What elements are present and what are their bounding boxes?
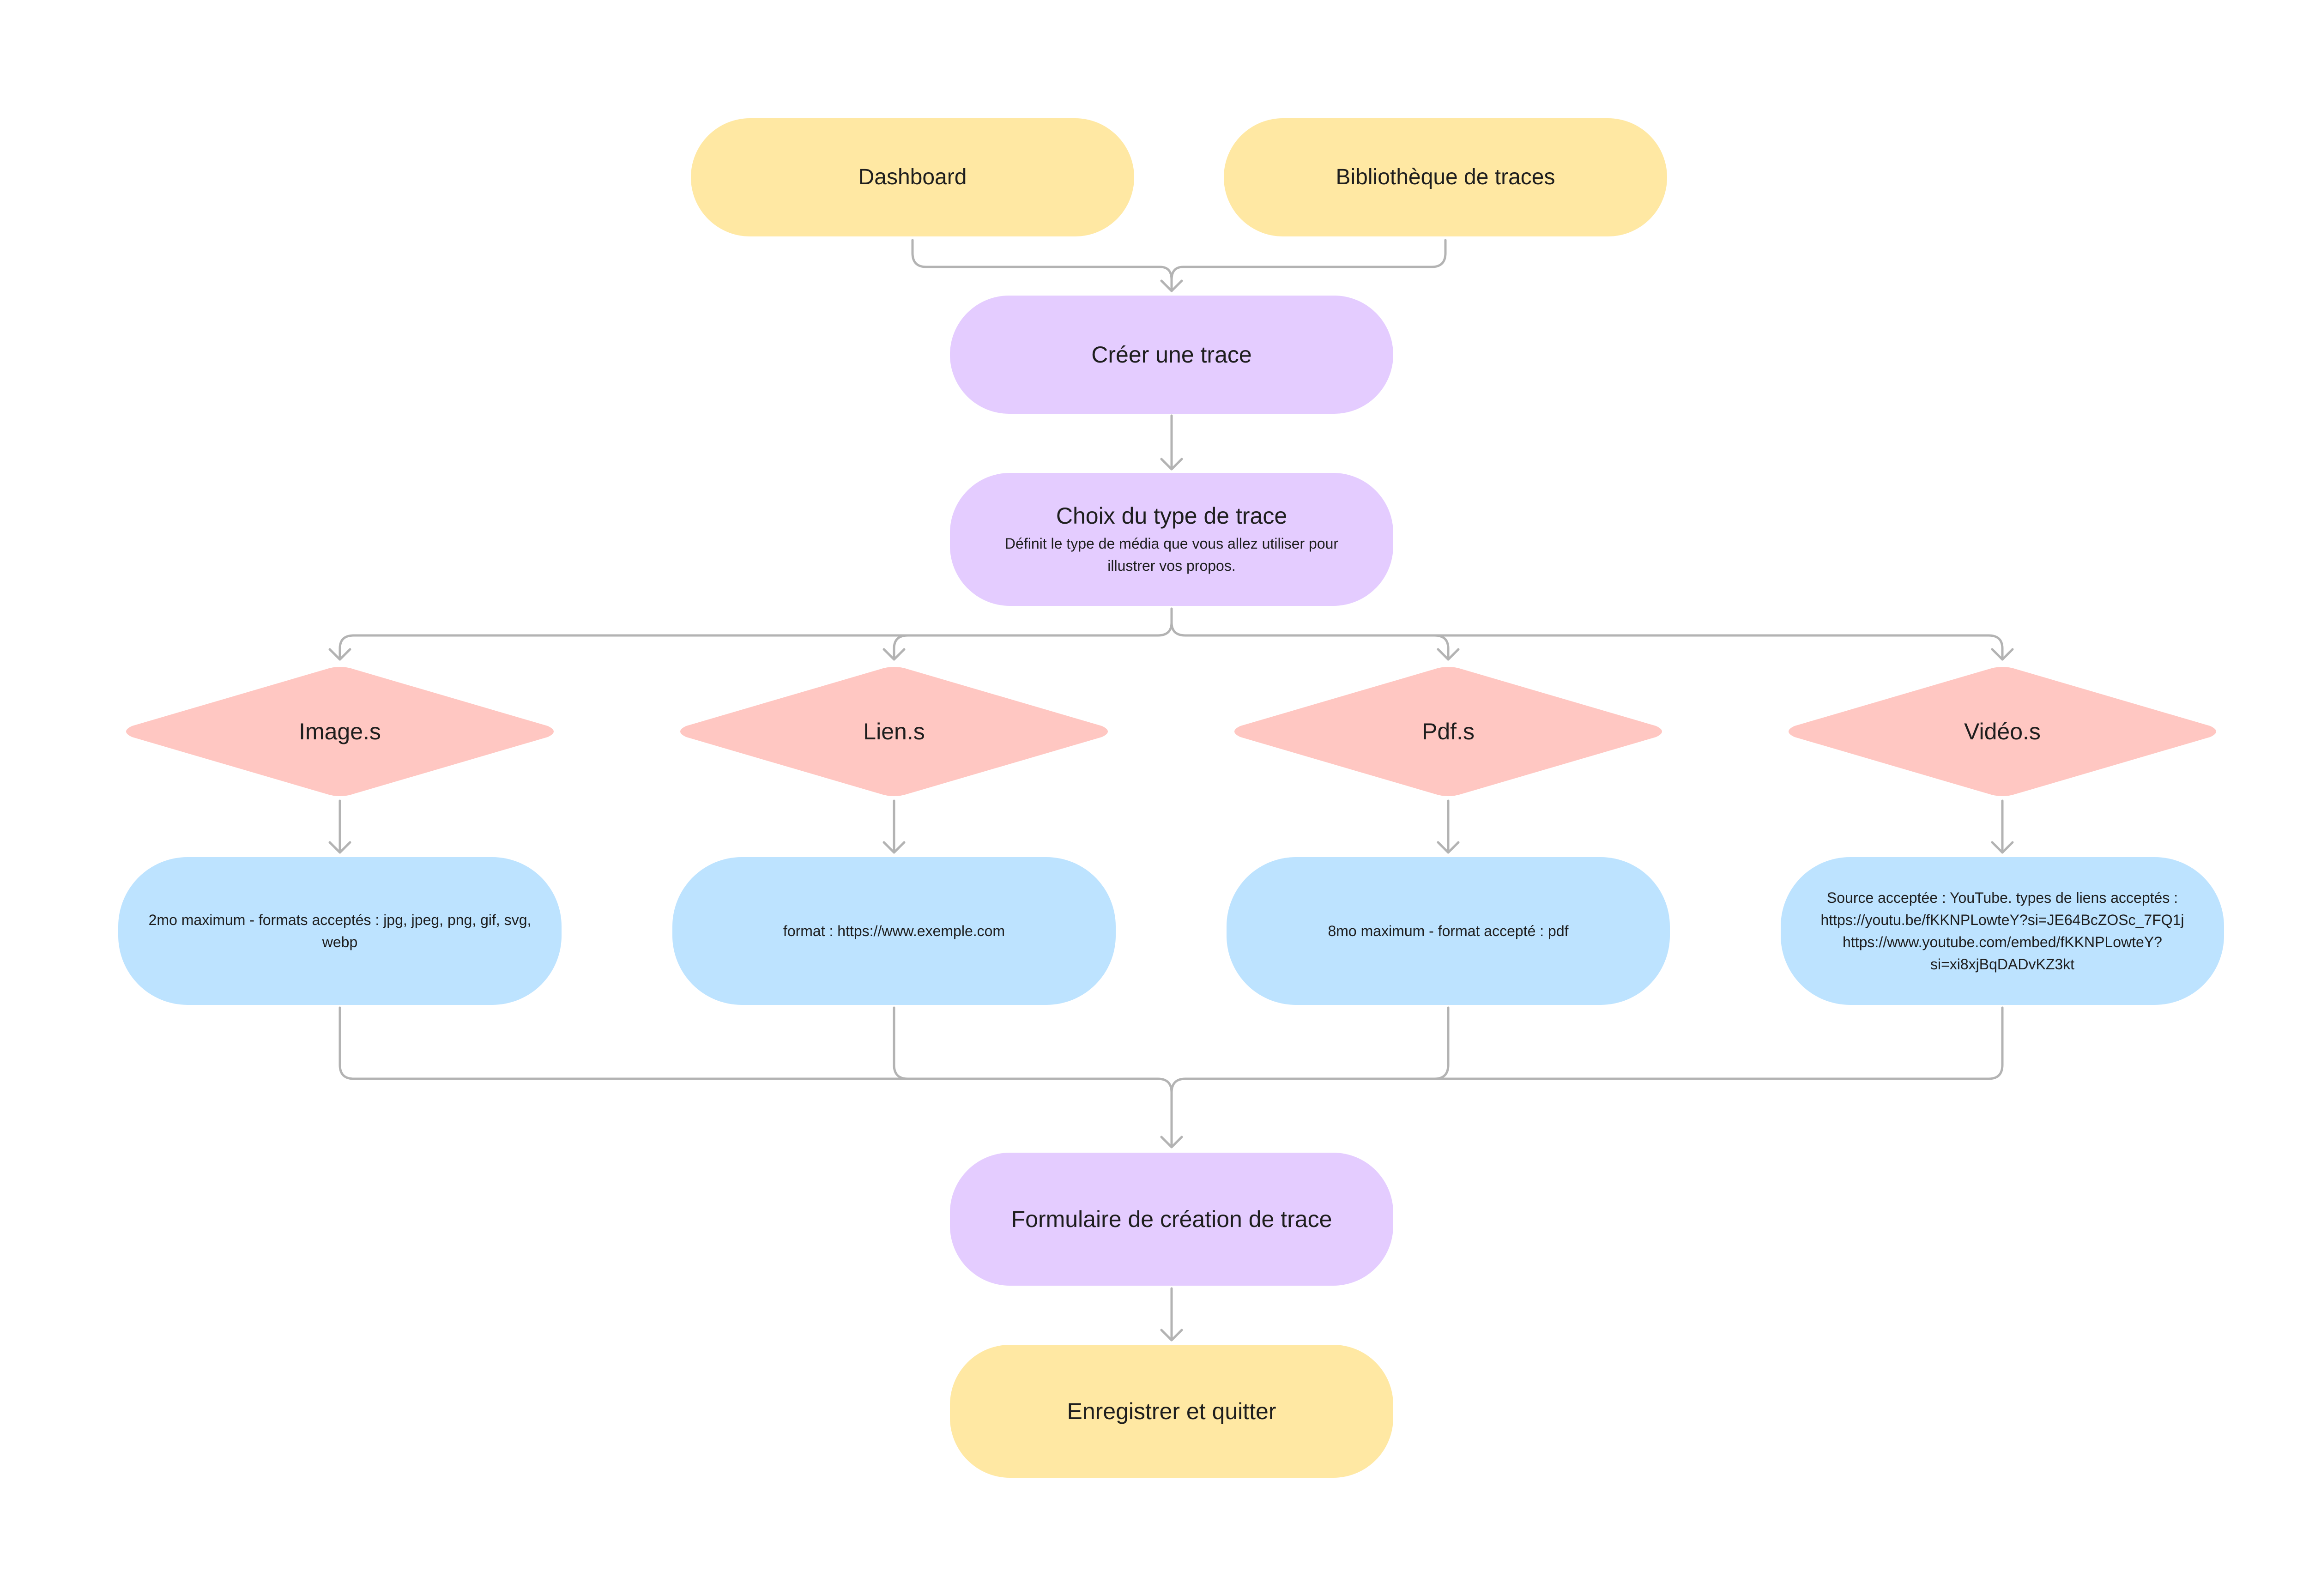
- dashboard-label: Dashboard: [858, 165, 967, 190]
- info-lien-text: format : https://www.exemple.com: [783, 923, 1005, 939]
- decision-image: Image.s: [118, 665, 562, 798]
- choix-type-description: Définit le type de média que vous allez …: [1004, 535, 1339, 574]
- decision-video-label: Vidéo.s: [1964, 719, 2041, 744]
- arrowhead-info-pdf: [1437, 841, 1460, 854]
- arrowhead-lien: [882, 648, 906, 661]
- arrowhead-creer: [1160, 279, 1183, 292]
- diamond-shape-video: [1789, 667, 2216, 796]
- info-video-text: Source acceptée : YouTube. types de lien…: [1820, 889, 2184, 973]
- info-pdf-text: 8mo maximum - format accepté : pdf: [1328, 923, 1569, 939]
- choix-type-title: Choix du type de trace: [1056, 503, 1287, 529]
- connector-choix-to-video: [1433, 634, 2004, 661]
- decision-lien-label: Lien.s: [863, 719, 925, 744]
- connector-lien-info-to-formulaire: [893, 1006, 909, 1080]
- connector-choix-to-pdf: [1170, 621, 1450, 661]
- info-pdf-node: 8mo maximum - format accepté : pdf: [1227, 857, 1670, 1005]
- decision-lien: Lien.s: [672, 665, 1116, 798]
- arrowhead-pdf: [1437, 648, 1460, 661]
- arrowhead-info-image: [328, 841, 351, 854]
- connector-video-info-to-formulaire: [1170, 1006, 2004, 1094]
- arrowhead-info-video: [1991, 841, 2014, 854]
- arrowhead-enregistrer: [1160, 1329, 1183, 1342]
- info-lien-node: format : https://www.exemple.com: [672, 857, 1116, 1005]
- connector-bibliotheque-to-creer: [1170, 239, 1447, 281]
- enregistrer-label: Enregistrer et quitter: [1067, 1398, 1276, 1424]
- dashboard-node: Dashboard: [691, 118, 1134, 236]
- info-image-text: 2mo maximum - formats acceptés : jpg, jp…: [148, 912, 532, 950]
- decision-image-label: Image.s: [299, 719, 381, 744]
- decision-video: Vidéo.s: [1781, 665, 2224, 798]
- diamond-shape-image: [126, 667, 554, 796]
- enregistrer-node: Enregistrer et quitter: [950, 1345, 1393, 1478]
- arrowhead-image: [328, 648, 351, 661]
- diamond-shape-lien: [680, 667, 1108, 796]
- info-image-node: 2mo maximum - formats acceptés : jpg, jp…: [118, 857, 562, 1005]
- info-video-node: Source acceptée : YouTube. types de lien…: [1781, 857, 2224, 1005]
- connector-choix-to-lien: [893, 634, 909, 661]
- connector-pdf-info-to-formulaire: [1433, 1006, 1450, 1080]
- arrowhead-choix: [1160, 458, 1183, 471]
- arrowhead-video: [1991, 648, 2014, 661]
- bibliotheque-label: Bibliothèque de traces: [1336, 165, 1555, 190]
- bibliotheque-node: Bibliothèque de traces: [1224, 118, 1667, 236]
- arrowhead-info-lien: [882, 841, 906, 854]
- connector-image-info-to-formulaire: [338, 1006, 1173, 1149]
- arrowhead-formulaire: [1160, 1136, 1183, 1149]
- connector-choix-to-image: [338, 607, 1173, 661]
- diamond-shape-pdf: [1234, 667, 1662, 796]
- formulaire-node: Formulaire de création de trace: [950, 1153, 1393, 1286]
- choix-type-node: Choix du type de trace Définit le type d…: [950, 473, 1393, 606]
- creer-trace-label: Créer une trace: [1091, 342, 1252, 368]
- connector-dashboard-to-creer: [911, 239, 1173, 292]
- formulaire-label: Formulaire de création de trace: [1011, 1206, 1332, 1232]
- decision-pdf: Pdf.s: [1227, 665, 1670, 798]
- creer-trace-node: Créer une trace: [950, 296, 1393, 414]
- decision-pdf-label: Pdf.s: [1422, 719, 1475, 744]
